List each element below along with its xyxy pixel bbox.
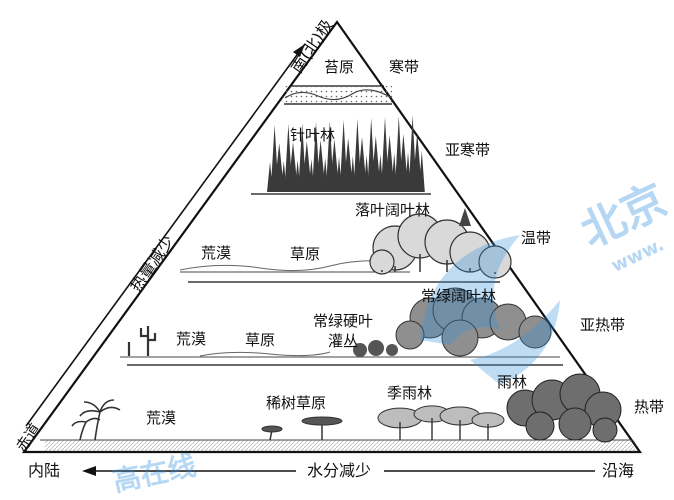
rainforest-tree bbox=[525, 411, 555, 441]
shrub bbox=[368, 340, 384, 356]
tropical-desert-label: 荒漠 bbox=[146, 409, 177, 427]
conifer-tree bbox=[357, 137, 367, 192]
inland-label: 内陆 bbox=[28, 461, 61, 480]
evergreen-tree bbox=[441, 319, 479, 357]
evergreen-label: 常绿阔叶林 bbox=[421, 287, 497, 305]
zone-tropical-label: 热带 bbox=[634, 398, 665, 416]
taiga-label: 针叶林 bbox=[290, 126, 336, 144]
temperate-grass-label: 草原 bbox=[290, 245, 321, 263]
sclerophyll-label-2: 灌丛 bbox=[328, 332, 359, 350]
conifer-tree bbox=[274, 143, 285, 192]
zone-subtropical-label: 亚热带 bbox=[580, 316, 626, 334]
watermark-graphic bbox=[420, 235, 560, 385]
rainforest-tree bbox=[558, 407, 592, 441]
vegetation-zonation-diagram: 南(北)极 热量减少 赤道 内陆 水分减少 沿海 寒带 亚寒带 温带 亚热带 热… bbox=[12, 16, 674, 499]
shrub bbox=[386, 344, 398, 356]
conifer-tree bbox=[384, 135, 395, 192]
rainforest-tree bbox=[592, 417, 618, 443]
deciduous-label: 落叶阔叶林 bbox=[355, 201, 431, 219]
conifer-tree bbox=[343, 138, 354, 192]
tundra-vegetation bbox=[282, 86, 393, 105]
rainforest-label: 雨林 bbox=[497, 373, 528, 391]
evergreen-tree bbox=[395, 320, 425, 350]
deciduous-tree bbox=[369, 249, 395, 275]
conifer-tree bbox=[418, 151, 425, 192]
tundra-label: 苔原 bbox=[324, 58, 355, 76]
monsoon-label: 季雨林 bbox=[387, 384, 433, 402]
sclerophyll-label-1: 常绿硬叶 bbox=[313, 312, 374, 330]
zone-cold-label: 寒带 bbox=[389, 58, 420, 76]
savanna-label: 稀树草原 bbox=[266, 394, 327, 412]
temperate-vegetation bbox=[179, 208, 512, 279]
conifer-tree bbox=[398, 134, 409, 192]
evergreen-tree bbox=[518, 315, 552, 349]
conifer-tree bbox=[370, 136, 381, 192]
deciduous-tree bbox=[478, 245, 512, 279]
conifer-tree bbox=[412, 133, 423, 192]
water-decrease-label: 水分减少 bbox=[307, 461, 372, 480]
subtropical-grass-label: 草原 bbox=[245, 331, 276, 349]
zonation-triangle-graphic bbox=[21, 20, 643, 476]
zone-temperate-label: 温带 bbox=[521, 229, 552, 247]
water-decrease-arrow bbox=[82, 466, 595, 476]
conifer-tree bbox=[329, 139, 340, 192]
temperate-desert-label: 荒漠 bbox=[201, 244, 232, 262]
taiga-conifers bbox=[267, 115, 425, 192]
conifer-tree bbox=[301, 141, 312, 192]
conifer-tree bbox=[315, 140, 326, 192]
zone-subcold-label: 亚寒带 bbox=[445, 141, 491, 159]
conifer-tree bbox=[288, 142, 298, 192]
coast-label: 沿海 bbox=[602, 461, 635, 480]
shrub bbox=[353, 343, 367, 357]
subtropical-desert-label: 荒漠 bbox=[176, 330, 207, 348]
tropical-vegetation bbox=[40, 373, 635, 452]
heat-decrease-arrow bbox=[25, 43, 306, 427]
subtropical-vegetation bbox=[120, 287, 560, 358]
